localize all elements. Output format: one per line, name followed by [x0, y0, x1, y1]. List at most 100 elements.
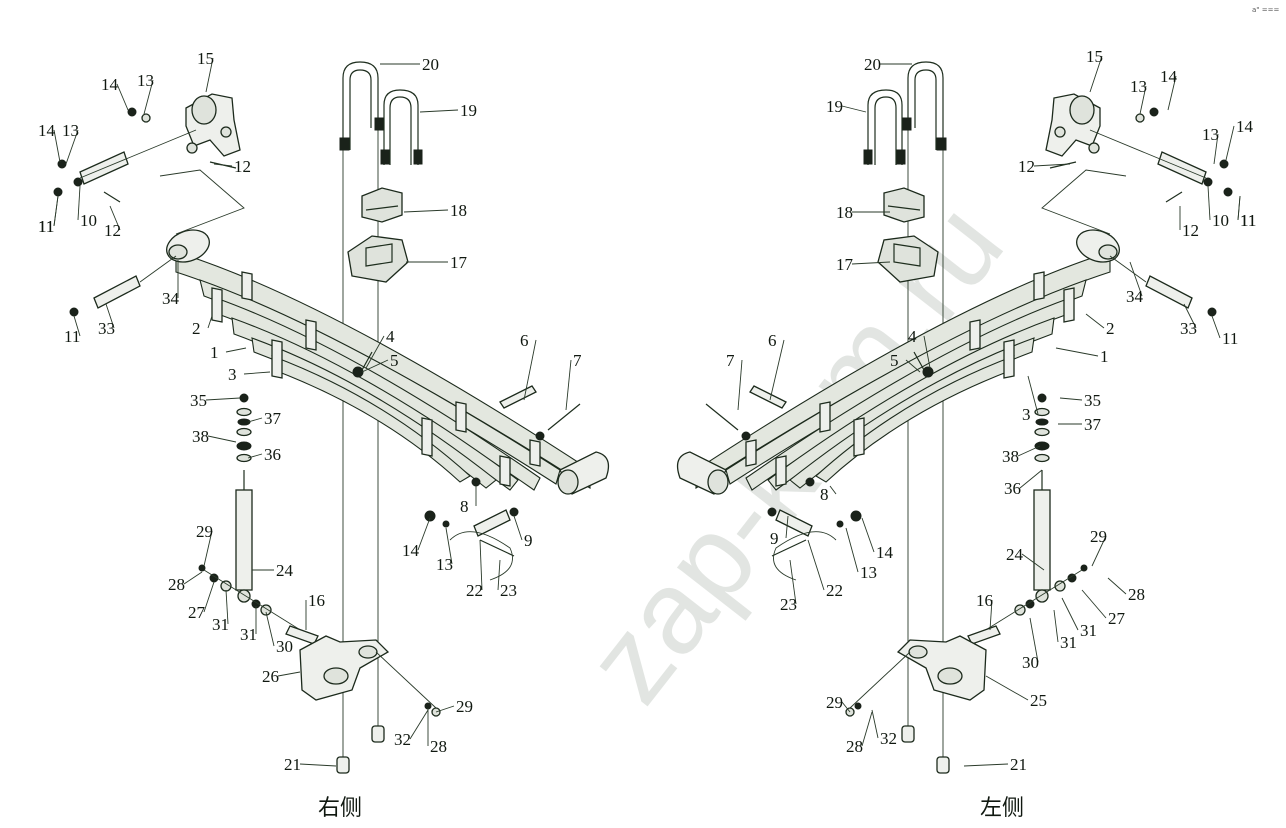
left-side-part-label: 20	[864, 55, 881, 74]
center-bolt-nut-5	[922, 366, 934, 378]
right-side-part-label: 29	[196, 522, 213, 541]
right-side-part-label: 13	[436, 555, 453, 574]
left-side-leader-line	[1107, 577, 1127, 595]
left-side-part-label: 8	[820, 485, 829, 504]
left-side-leader-line	[829, 485, 837, 495]
u-bolt-20	[907, 61, 944, 150]
right-side-part-label: 32	[394, 730, 411, 749]
right-side-part-label: 18	[450, 201, 467, 220]
left-side-part-label: 22	[826, 581, 843, 600]
left-side-part-label: 1	[1100, 347, 1109, 366]
nut-21	[936, 756, 950, 774]
right-side-leader-line	[247, 417, 263, 423]
left-side-leader-line	[1091, 535, 1107, 567]
left-side-part-label: 3	[1022, 405, 1031, 424]
left-side-leader-line	[1167, 75, 1177, 111]
bolt-12	[1165, 191, 1183, 203]
right-side-leader-line	[417, 517, 431, 551]
left-side-part-label: 11	[1222, 329, 1238, 348]
right-side-part-label: 30	[276, 637, 293, 656]
right-side-part-label: 11	[38, 217, 54, 236]
spacer-pad-18	[883, 187, 925, 223]
left-side-part-label: 18	[836, 203, 853, 222]
right-side-part-label: 28	[430, 737, 447, 756]
u-bolt-20-inner	[914, 69, 937, 150]
right-side-leader-line	[203, 530, 213, 567]
left-side-part-label: 31	[1060, 633, 1077, 652]
right-side-leader-line	[435, 705, 455, 713]
right-side-leader-line	[445, 527, 453, 565]
lower-fasteners	[198, 564, 272, 616]
shock-absorber-24	[235, 489, 253, 591]
right-side-leader-line	[116, 83, 129, 111]
left-side-part-label: 13	[860, 563, 877, 582]
left-side-leader-line	[1021, 553, 1045, 571]
right-side-leader-line	[203, 581, 215, 613]
right-side-leader-line	[53, 195, 59, 227]
nut-14	[1219, 159, 1229, 169]
right-side-leader-line	[207, 315, 213, 329]
nut-11	[1223, 187, 1233, 197]
right-side-part-label: 1	[210, 343, 219, 362]
left-side-leader-line	[1027, 375, 1039, 415]
spacer-pad-18	[361, 187, 403, 223]
right-side-part-label: 21	[284, 755, 301, 774]
right-side-leader-line	[225, 347, 247, 353]
rebound-clips	[745, 271, 1075, 487]
right-side-part-label: 14	[38, 121, 56, 140]
right-side-leader-line	[513, 515, 523, 541]
left-side-leader-line	[871, 709, 879, 739]
right-side-leader-line	[213, 163, 233, 167]
right-side-part-label: 12	[234, 157, 251, 176]
pin-6	[499, 385, 537, 409]
left-side-part-label: 28	[846, 737, 863, 756]
right-side-part-label: 14	[402, 541, 420, 560]
right-side-part-label: 13	[137, 71, 154, 90]
pin-6	[749, 385, 787, 409]
left-side-part-label: 9	[770, 529, 779, 548]
bolt-12	[103, 191, 121, 203]
left-side-part-label: 29	[1090, 527, 1107, 546]
bolt-23	[479, 539, 515, 557]
right-side-part-label: 29	[456, 697, 473, 716]
caption-right-side: 右侧	[318, 796, 362, 821]
left-side-leader-line	[963, 763, 1009, 767]
nut-14	[57, 159, 67, 169]
right-side-part-label: 5	[390, 351, 399, 370]
u-bolt-20	[342, 61, 379, 150]
right-side-part-label: 11	[64, 327, 80, 346]
left-side-part-label: 16	[976, 591, 993, 610]
right-side-part-label: 20	[422, 55, 439, 74]
left-side-part-label: 2	[1106, 319, 1115, 338]
left-side-leader-line	[1019, 469, 1043, 489]
left-side-part-label: 14	[1236, 117, 1254, 136]
right-side-leader-line	[143, 79, 154, 115]
left-side-part-label: 36	[1004, 479, 1021, 498]
right-side-leader-line	[565, 359, 572, 411]
left-side-assembly-mirror	[676, 61, 1233, 774]
bracket-26	[896, 635, 987, 701]
right-side-part-label: 9	[524, 531, 533, 550]
left-side-part-label: 12	[1018, 157, 1035, 176]
left-side-leader-line	[1237, 195, 1241, 221]
right-side-leader-line	[225, 589, 229, 625]
spring-eye-34	[1076, 229, 1120, 263]
right-side-part-label: 8	[460, 497, 469, 516]
right-side-part-label: 33	[98, 319, 115, 338]
right-side-leader-line	[497, 559, 501, 591]
part-labels: 1234567891011111112121313131414141516171…	[38, 47, 1256, 774]
left-side-part-label: 14	[876, 543, 894, 562]
left-side-part-label: 28	[1128, 585, 1145, 604]
left-side-part-label: 38	[1002, 447, 1019, 466]
left-side-part-label: 35	[1084, 391, 1101, 410]
nut-8	[471, 477, 481, 487]
left-side-leader-line	[1225, 125, 1235, 161]
corner-mark: a" ===	[1252, 6, 1279, 14]
right-side-part-label: 11	[38, 217, 54, 236]
right-side-part-label: 38	[192, 427, 209, 446]
nut-8	[805, 477, 815, 487]
left-side-leader-line	[861, 517, 875, 553]
stud-16	[967, 625, 1001, 645]
